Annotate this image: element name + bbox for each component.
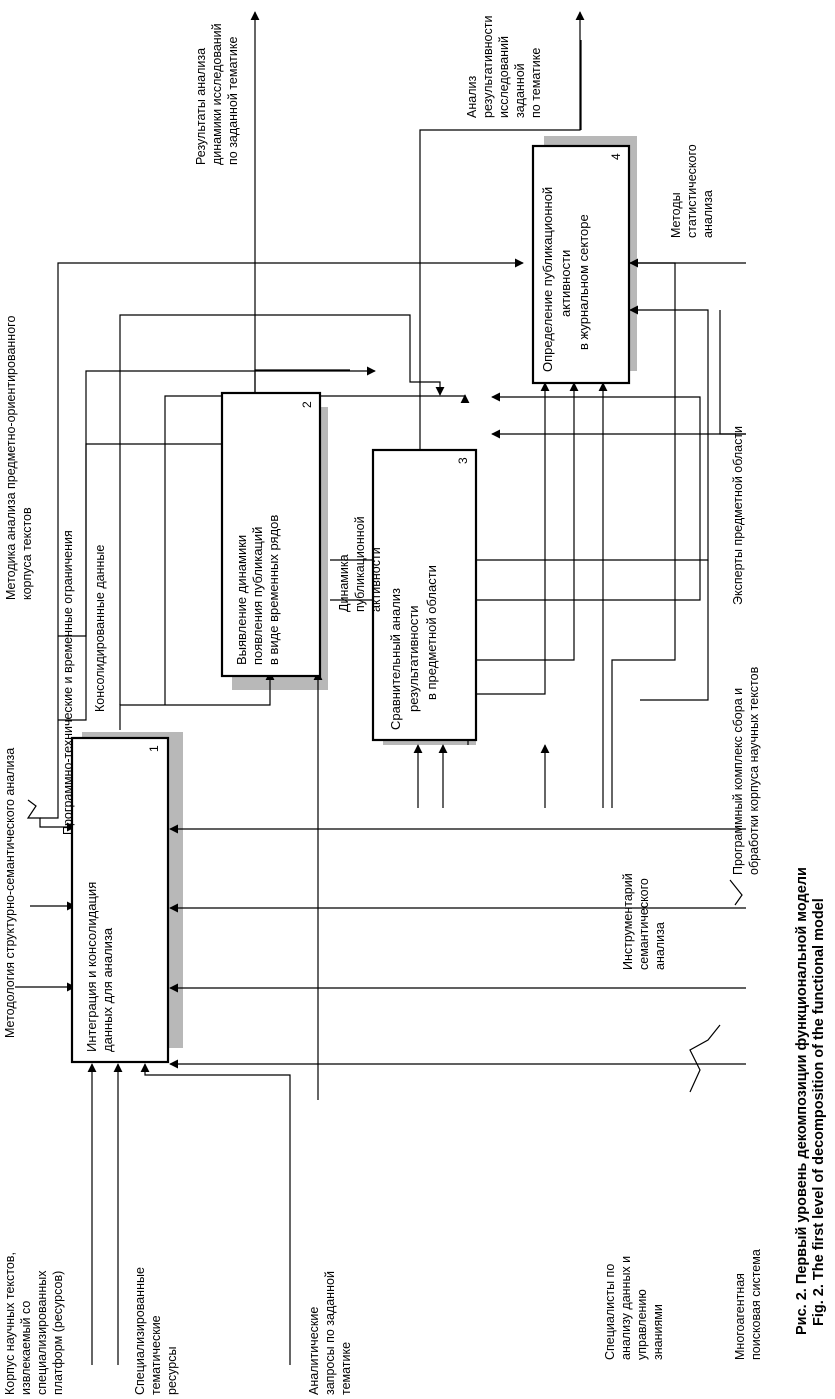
box-2-label: Выявление динамики появления публикаций … xyxy=(234,515,281,665)
label-consolidated: Консолидированные данные xyxy=(93,545,107,712)
box-1-number: 1 xyxy=(147,745,161,752)
box-4-publication[interactable] xyxy=(531,144,631,385)
svg-text:Специализированные: Специализированные xyxy=(133,1267,147,1395)
svg-text:данных для анализа: данных для анализа xyxy=(100,927,115,1052)
label-methodology-corpus: Методика анализа предметно-ориентированн… xyxy=(4,316,34,600)
svg-text:знаниями: знаниями xyxy=(651,1304,665,1360)
svg-text:платформ (ресурсов): платформ (ресурсов) xyxy=(51,1271,65,1395)
label-corpus: Корпус научных текстов, извлекаемый со с… xyxy=(3,1252,65,1395)
svg-text:в виде временных рядов: в виде временных рядов xyxy=(266,515,281,665)
svg-text:Fig. 2. The first level of dec: Fig. 2. The first level of decomposition… xyxy=(811,898,827,1326)
svg-text:Результаты анализа: Результаты анализа xyxy=(194,48,208,165)
svg-text:Рис. 2. Первый уровень декомпо: Рис. 2. Первый уровень декомпозиции функ… xyxy=(794,867,810,1335)
svg-text:публикационной: публикационной xyxy=(353,516,367,612)
svg-text:в журнальном секторе: в журнальном секторе xyxy=(576,214,591,350)
svg-text:по тематике: по тематике xyxy=(529,48,543,118)
svg-text:Интеграция и консолидация: Интеграция и консолидация xyxy=(84,882,99,1052)
svg-text:в предметной области: в предметной области xyxy=(424,565,439,700)
connections xyxy=(15,11,746,1365)
figure-caption: Рис. 2. Первый уровень декомпозиции функ… xyxy=(794,867,827,1335)
svg-text:исследований: исследований xyxy=(497,36,511,118)
svg-text:анализа: анализа xyxy=(701,190,715,238)
svg-text:активности: активности xyxy=(558,250,573,317)
svg-text:Программный комплекс сбора и: Программный комплекс сбора и xyxy=(731,688,745,875)
svg-text:тематические: тематические xyxy=(149,1315,163,1395)
box-4-number: 4 xyxy=(609,153,623,160)
label-stat-methods: Методы статистического анализа xyxy=(669,144,715,238)
label-dynamics: Динамика публикационной активности xyxy=(337,516,383,612)
svg-text:управлению: управлению xyxy=(635,1289,649,1360)
svg-text:анализу данных и: анализу данных и xyxy=(619,1256,633,1360)
svg-text:Анализ: Анализ xyxy=(465,76,479,118)
svg-text:ресурсы: ресурсы xyxy=(165,1347,179,1395)
svg-text:результативности: результативности xyxy=(481,16,495,118)
label-specialists: Специалисты по анализу данных и управлен… xyxy=(603,1256,665,1360)
svg-text:Определение публикационной: Определение публикационной xyxy=(540,187,555,372)
svg-text:извлекаемый со: извлекаемый со xyxy=(19,1301,33,1395)
svg-text:статистического: статистического xyxy=(685,144,699,238)
svg-text:Многоагентная: Многоагентная xyxy=(733,1273,747,1360)
svg-text:Специалисты по: Специалисты по xyxy=(603,1264,617,1360)
label-toolkit: Инструментарий семантического анализа xyxy=(621,873,667,970)
box-1-label: Интеграция и консолидация данных для ана… xyxy=(84,882,115,1052)
svg-text:Методика анализа предметно-ори: Методика анализа предметно-ориентированн… xyxy=(4,316,18,600)
label-software: Программный комплекс сбора и обработки к… xyxy=(731,666,761,875)
label-multiagent: Многоагентная поисковая система xyxy=(733,1249,763,1360)
box-4-label: Определение публикационной активности в … xyxy=(540,187,591,372)
svg-text:Выявление динамики: Выявление динамики xyxy=(234,535,249,665)
svg-text:анализа: анализа xyxy=(653,922,667,970)
box-3-number: 3 xyxy=(456,457,470,464)
svg-text:Динамика: Динамика xyxy=(337,554,351,612)
box-3-label: Сравнительный анализ результативности в … xyxy=(388,565,439,730)
svg-text:Методы: Методы xyxy=(669,192,683,238)
svg-text:поисковая система: поисковая система xyxy=(749,1249,763,1360)
svg-text:Аналитические: Аналитические xyxy=(307,1307,321,1395)
svg-text:семантического: семантического xyxy=(637,878,651,970)
svg-text:корпуса текстов: корпуса текстов xyxy=(20,507,34,600)
box-1-integration[interactable] xyxy=(70,736,170,1064)
svg-text:появления публикаций: появления публикаций xyxy=(250,527,265,665)
svg-text:запросы по заданной: запросы по заданной xyxy=(323,1271,337,1395)
svg-text:результативности: результативности xyxy=(406,605,421,712)
svg-text:активности: активности xyxy=(369,547,383,612)
svg-text:динамики исследований: динамики исследований xyxy=(210,23,224,165)
svg-text:Инструментарий: Инструментарий xyxy=(621,873,635,970)
label-resources: Специализированные тематические ресурсы xyxy=(133,1267,179,1395)
svg-text:заданной: заданной xyxy=(513,63,527,118)
label-constraints: Программно-технические и временные огран… xyxy=(61,530,75,835)
box-2-dynamics[interactable] xyxy=(220,391,322,678)
svg-text:тематике: тематике xyxy=(339,1342,353,1395)
svg-text:обработки корпуса научных текс: обработки корпуса научных текстов xyxy=(747,666,761,875)
svg-text:специализированных: специализированных xyxy=(35,1270,49,1395)
label-results-efficiency: Анализ результативности исследований зад… xyxy=(465,16,543,118)
svg-text:Сравнительный анализ: Сравнительный анализ xyxy=(388,588,403,730)
svg-text:по заданной тематике: по заданной тематике xyxy=(226,37,240,165)
label-methodology-structural: Методология структурно-семантического ан… xyxy=(3,748,17,1038)
svg-text:Корпус научных текстов,: Корпус научных текстов, xyxy=(3,1252,17,1395)
box-2-number: 2 xyxy=(300,401,314,408)
label-queries: Аналитические запросы по заданной темати… xyxy=(307,1271,353,1395)
label-results-dynamics: Результаты анализа динамики исследований… xyxy=(194,23,240,165)
box-3-comparative[interactable] xyxy=(371,448,478,742)
label-experts: Эксперты предметной области xyxy=(731,426,745,605)
